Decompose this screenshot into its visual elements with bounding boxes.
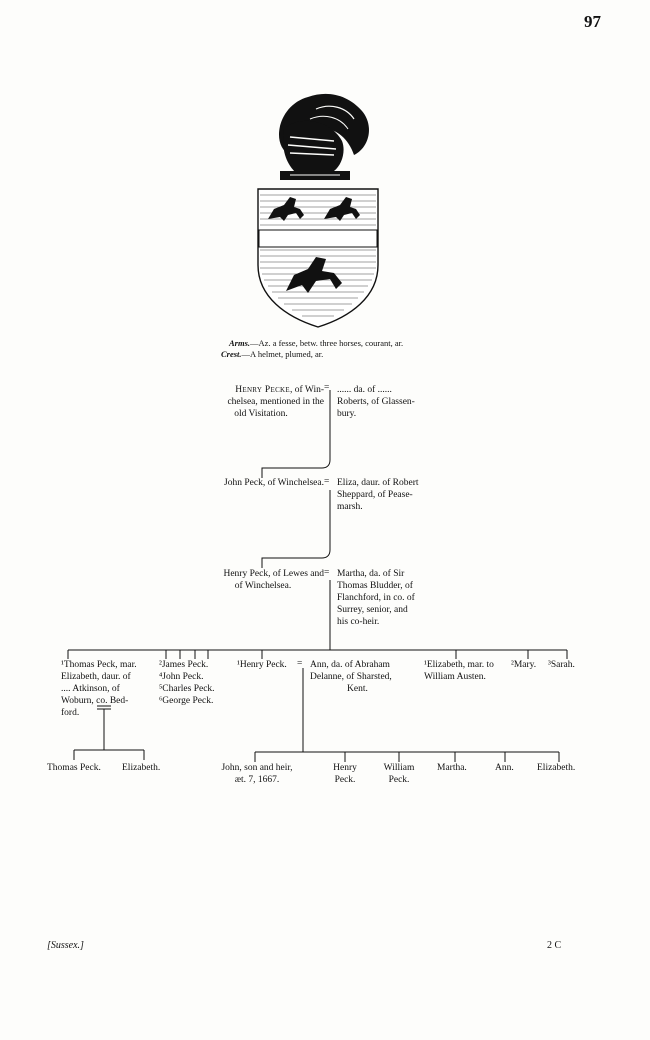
gen5-elizabeth-b: Elizabeth.	[537, 763, 576, 773]
gen1-husband-line2: chelsea, mentioned in the	[227, 397, 324, 407]
gen1-marriage-mark: =	[324, 383, 330, 393]
gen2-wife-line2: Sheppard, of Pease-	[337, 490, 413, 500]
gen5-william-line1: William	[383, 763, 415, 773]
footer-county: [Sussex.]	[47, 940, 84, 951]
gen3-husband-line2: of Winchelsea.	[234, 581, 292, 591]
footer-signature-mark: 2 C	[547, 940, 562, 951]
gen4-thomas-line5: ford.	[61, 708, 80, 718]
gen5-john-line1: John, son and heir,	[221, 763, 293, 773]
gen5-elizabeth-a: Elizabeth.	[122, 763, 161, 773]
gen5-henry-line2: Peck.	[334, 775, 356, 785]
gen3-wife-line5: his co-heir.	[337, 617, 380, 627]
horse-icon	[286, 257, 342, 293]
gen1-wife-line2: Roberts, of Glassen-	[337, 397, 415, 407]
gen5-thomas-peck: Thomas Peck.	[47, 763, 101, 773]
gen4-sarah: ³Sarah.	[548, 660, 575, 670]
gen5-john-line2: æt. 7, 1667.	[234, 775, 280, 785]
fesse	[258, 229, 378, 248]
arms-description: Arms.—Az. a fesse, betw. three horses, c…	[229, 338, 404, 348]
page-number: 97	[584, 12, 601, 31]
horse-icon	[268, 197, 304, 221]
gen4-elizabeth-line2: William Austen.	[424, 672, 486, 682]
gen4-ann-line2: Delanne, of Sharsted,	[310, 672, 392, 682]
plume	[278, 93, 369, 155]
gen4-henry: ¹Henry Peck.	[237, 660, 287, 670]
gen4-thomas-line1: ¹Thomas Peck, mar.	[61, 660, 137, 670]
gen4-thomas-line2: Elizabeth, daur. of	[61, 672, 131, 682]
gen2-husband: John Peck, of Winchelsea.	[224, 478, 324, 488]
gen5-ann: Ann.	[495, 763, 514, 773]
gen1-wife-line3: bury.	[337, 409, 357, 419]
gen4-brother-james: ²James Peck.	[159, 660, 209, 670]
gen3-wife-line1: Martha, da. of Sir	[337, 569, 405, 579]
gen4-thomas-line4: Woburn, co. Bed-	[61, 696, 129, 706]
gen1-husband: Henry Pecke, of Win-	[235, 385, 324, 395]
gen2-wife-line1: Eliza, daur. of Robert	[337, 478, 419, 488]
gen3-wife-line3: Flanchford, in co. of	[337, 593, 415, 603]
gen2-wife-line3: marsh.	[337, 502, 363, 512]
gen4-henry-marriage-mark: =	[297, 659, 303, 669]
gen4-elizabeth-line1: ¹Elizabeth, mar. to	[424, 660, 494, 670]
coat-of-arms	[257, 93, 379, 328]
gen1-wife-line1: ...... da. of ......	[337, 385, 392, 395]
gen4-ann-line1: Ann, da. of Abraham	[310, 660, 390, 670]
gen4-mary: ²Mary.	[511, 660, 537, 670]
gen5-william-line2: Peck.	[388, 775, 410, 785]
gen3-marriage-mark: =	[324, 568, 330, 578]
gen5-martha: Martha.	[437, 763, 467, 773]
gen5-henry-line1: Henry	[333, 763, 357, 773]
gen4-brother-george: ⁶George Peck.	[159, 696, 214, 706]
gen4-ann-line3: Kent.	[347, 684, 368, 694]
crest-description: Crest.—A helmet, plumed, ar.	[221, 349, 324, 359]
gen3-wife-line4: Surrey, senior, and	[337, 605, 408, 615]
gen4-thomas-line3: .... Atkinson, of	[61, 684, 120, 694]
horse-icon	[324, 197, 360, 221]
gen3-wife-line2: Thomas Bludder, of	[337, 581, 413, 591]
gen2-marriage-mark: =	[324, 477, 330, 487]
gen4-brother-john: ⁴John Peck.	[159, 672, 204, 682]
gen1-husband-line3: old Visitation.	[234, 409, 288, 419]
gen4-brother-charles: ⁵Charles Peck.	[159, 684, 215, 694]
gen3-husband-line1: Henry Peck, of Lewes and	[223, 569, 324, 579]
